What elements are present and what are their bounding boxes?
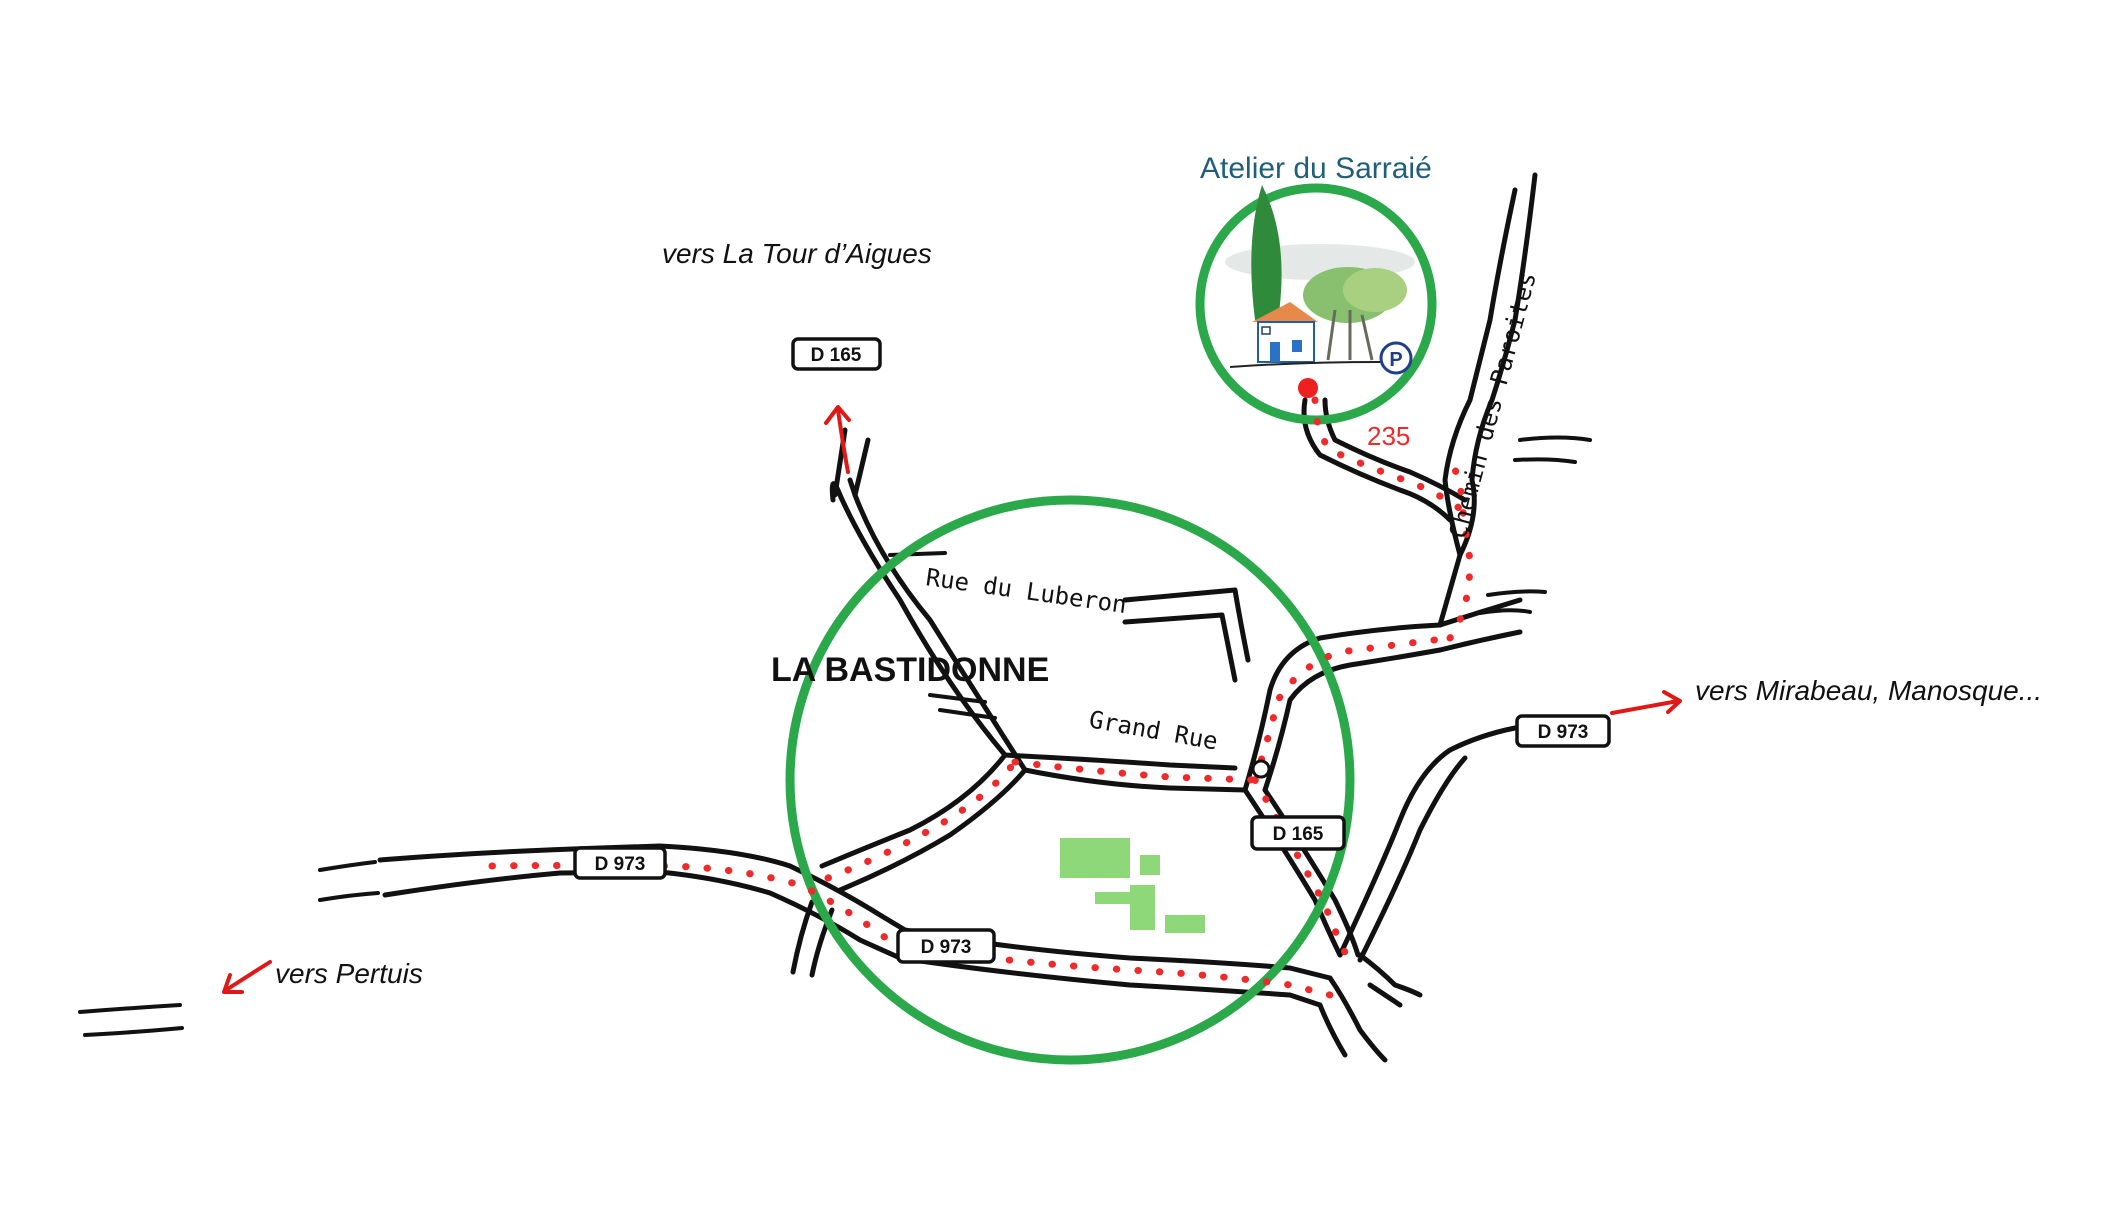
road-chemin-right xyxy=(1457,172,1538,558)
road-south-branch-a xyxy=(790,899,815,975)
direction-west: vers Pertuis xyxy=(275,958,423,989)
atelier-title: Atelier du Sarraié xyxy=(1200,152,1432,185)
village-circle xyxy=(785,495,1355,1065)
route-west-branch xyxy=(824,758,1019,882)
house-door xyxy=(1270,342,1280,362)
town-name: LA BASTIDONNE xyxy=(771,651,1049,689)
field-1 xyxy=(1060,838,1130,878)
road-d165-left xyxy=(1242,622,1443,793)
sign-d973-west: D 973 xyxy=(573,846,667,880)
direction-east: vers Mirabeau, Manosque... xyxy=(1695,675,2042,706)
sign-d973-center-label: D 973 xyxy=(921,937,972,958)
atelier-marker-icon xyxy=(1298,378,1318,398)
road-chemin-side-a xyxy=(1486,589,1547,597)
oak-trunk xyxy=(1326,309,1374,361)
sign-d165-south: D 165 xyxy=(1250,815,1346,851)
road-far-west-1 xyxy=(78,1003,182,1014)
house-sign xyxy=(1261,326,1271,335)
road-d973-east-right xyxy=(1357,755,1468,963)
house-window xyxy=(1292,340,1302,352)
cypress-tree xyxy=(1251,185,1282,320)
arrow-west-icon xyxy=(222,960,272,994)
field-5 xyxy=(1165,915,1205,933)
road-d973-west-bottom xyxy=(382,869,1323,1008)
road-chemin-side-c xyxy=(1518,435,1592,442)
ground-line xyxy=(1229,361,1381,368)
street-luberon: Rue du Luberon xyxy=(924,563,1128,619)
parking-icon-label: P xyxy=(1389,349,1402,371)
sign-d973-center-box xyxy=(896,928,996,964)
arrow-east-icon xyxy=(1610,690,1682,715)
road-se-b xyxy=(1317,1002,1348,1058)
sign-d973-east-label: D 973 xyxy=(1538,722,1589,743)
road-driveway-a xyxy=(1301,397,1453,523)
road-d973-west-top xyxy=(377,843,1333,981)
road-d165-north-b xyxy=(852,437,871,498)
field-2 xyxy=(1140,855,1160,875)
sign-d165-north-box xyxy=(791,337,882,371)
road-d165-south-left xyxy=(1242,787,1343,958)
road-se-c xyxy=(1357,952,1423,998)
field-4 xyxy=(1130,885,1155,930)
road-chemin-side-d xyxy=(1513,457,1577,464)
road-north-right xyxy=(847,477,1028,773)
road-luberon-top xyxy=(1122,587,1251,663)
road-grand-rue-bottom xyxy=(1022,767,1248,793)
route-d973-west xyxy=(488,862,1334,999)
sign-d973-east-box xyxy=(1515,714,1611,748)
oak-canopy-2 xyxy=(1343,268,1407,312)
road-se-d xyxy=(1367,982,1403,1008)
fields xyxy=(1060,838,1205,933)
road-se-a xyxy=(1327,975,1388,1063)
sign-d973-west-label: D 973 xyxy=(595,854,646,875)
street-grand-rue: Grand Rue xyxy=(1087,705,1220,755)
road-d165-right xyxy=(1262,647,1443,793)
house-number: 235 xyxy=(1367,421,1410,451)
road-far-west-2 xyxy=(83,1026,184,1037)
sign-d973-west-box xyxy=(573,846,667,880)
sign-d973-center: D 973 xyxy=(896,928,996,964)
sign-d165-north-label: D 165 xyxy=(811,345,862,366)
road-pertuis-sketch-2 xyxy=(318,891,380,902)
road-d973-east-left xyxy=(1337,725,1518,958)
arrow-north-icon xyxy=(824,405,851,474)
sign-d973-east: D 973 xyxy=(1515,714,1611,748)
parking-icon xyxy=(1379,341,1413,375)
sign-d165-south-label: D 165 xyxy=(1273,824,1324,845)
junction-marker xyxy=(1251,759,1271,779)
route-chemin xyxy=(1446,466,1474,642)
route-d165-up xyxy=(1251,634,1454,784)
route-grand-rue xyxy=(1011,758,1259,784)
road-west-branch-right xyxy=(837,767,1028,893)
road-pertuis-sketch xyxy=(318,860,377,872)
route xyxy=(488,396,1474,999)
sign-d165-north: D 165 xyxy=(791,337,882,371)
road-east-junction-b xyxy=(1437,629,1523,653)
house-roof xyxy=(1252,302,1318,322)
atelier-illustration: P xyxy=(1225,185,1415,398)
road-stub-west-1 xyxy=(928,693,987,704)
road-grand-rue-top xyxy=(1002,752,1238,771)
road-west-branch-left xyxy=(819,752,1008,869)
field-3 xyxy=(1095,892,1140,904)
road-chemin-side-b xyxy=(1478,608,1532,615)
road-luberon-bottom xyxy=(1122,612,1238,683)
direction-north: vers La Tour d’Aigues xyxy=(662,238,932,269)
sign-d165-south-box xyxy=(1250,815,1346,851)
road-stub-west-2 xyxy=(938,708,997,720)
route-d165-down xyxy=(1251,776,1352,962)
